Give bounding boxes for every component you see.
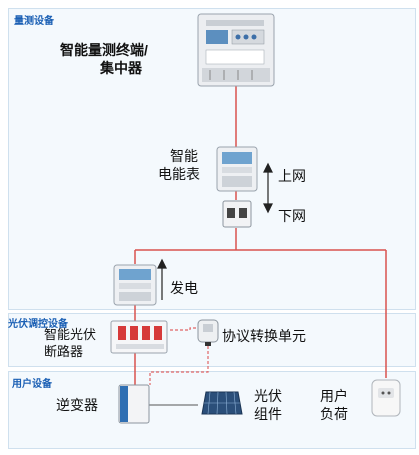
generation-label: 发电	[170, 280, 198, 296]
generation-meter-device	[113, 264, 157, 306]
main-breaker-device	[222, 200, 252, 228]
grid-arrow	[263, 162, 273, 214]
user-load-label-line1: 用户	[320, 388, 348, 404]
generation-arrow	[157, 258, 167, 300]
pv-module-label-line1: 光伏	[254, 388, 282, 404]
grid-down-label: 下网	[278, 208, 306, 224]
meter-label-line2: 电能表	[158, 166, 200, 182]
inverter-device	[118, 384, 150, 424]
user-load-label-line2: 负荷	[320, 406, 348, 422]
pv-breaker-label-line1: 智能光伏	[44, 327, 97, 342]
protocol-converter-label: 协议转换单元	[222, 328, 306, 344]
smart-meter-device	[216, 146, 258, 192]
terminal-label-line1: 智能量测终端/	[60, 42, 148, 58]
protocol-converter-device	[196, 318, 220, 346]
inverter-label: 逆变器	[56, 397, 98, 413]
measure-section-label: 量测设备	[14, 16, 54, 27]
measurement-terminal-device	[196, 12, 276, 88]
dashed-link-converter-breaker	[170, 327, 200, 331]
grid-up-label: 上网	[278, 168, 306, 184]
pv-breaker-device	[110, 320, 168, 354]
user-load-device	[368, 376, 404, 420]
pv-module-device	[198, 388, 246, 418]
pv-control-section-label: 光伏调控设备	[8, 319, 68, 330]
pv-module-label-line2: 组件	[254, 406, 282, 422]
meter-label-line1: 智能	[170, 148, 198, 164]
user-section-label: 用户设备	[12, 379, 52, 390]
dashed-link-converter-inverter	[149, 346, 209, 385]
pv-breaker-label-line2: 断路器	[44, 344, 84, 359]
terminal-label-line2: 集中器	[100, 60, 142, 76]
